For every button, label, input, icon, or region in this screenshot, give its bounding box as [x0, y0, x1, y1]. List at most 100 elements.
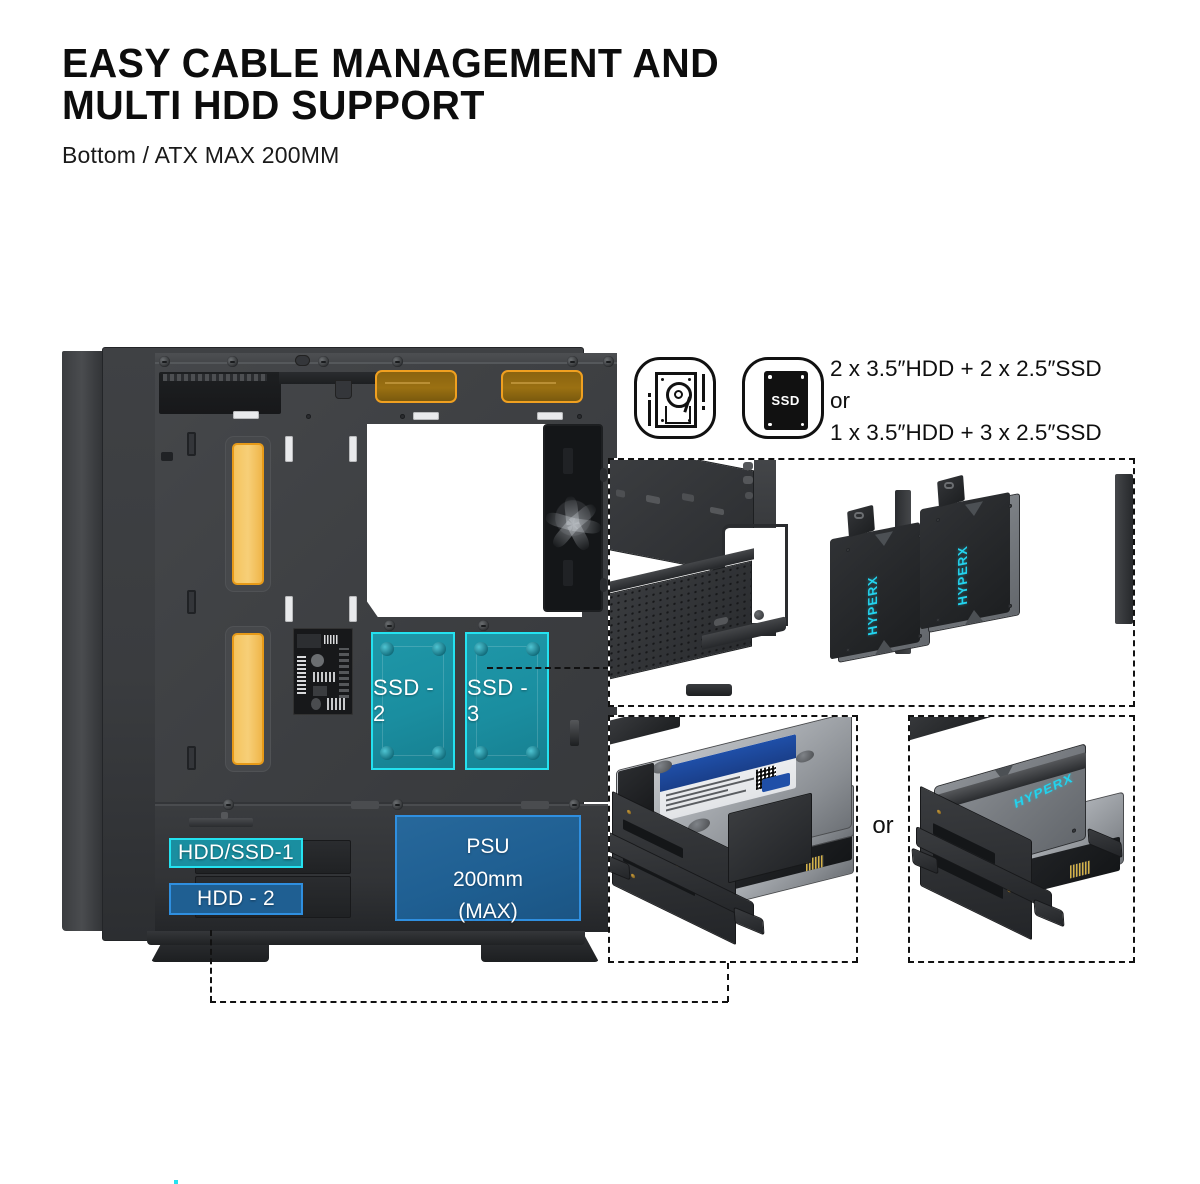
- case-screw: [384, 620, 395, 631]
- spec-line-1: 2 x 3.5″HDD + 2 x 2.5″SSD: [830, 356, 1102, 381]
- tray-slot: [537, 412, 563, 420]
- chassis-cutaway: [610, 460, 836, 705]
- case-screw: [569, 799, 580, 810]
- chassis-hook: [745, 492, 753, 499]
- ssd-brand-logo: HYPERX: [865, 574, 880, 637]
- controller-pcb: [293, 628, 353, 715]
- ssd-bay-2-label: SSD - 2: [373, 675, 435, 726]
- chassis-side-edge-right: [1115, 474, 1133, 624]
- hdd-plus-ssd-bracket-photo: HYPERX: [908, 715, 1135, 963]
- case-screw: [478, 620, 489, 631]
- case-screw: [227, 356, 238, 367]
- tray-hole: [400, 414, 405, 419]
- ssd-brand-logo: HYPERX: [955, 544, 970, 607]
- chassis-standoff: [616, 489, 625, 498]
- tray-slot: [349, 596, 357, 622]
- page-subtitle: Bottom / ATX MAX 200MM: [62, 142, 340, 169]
- storage-spec-row: SSD 2 x 3.5″HDD + 2 x 2.5″SSD or 1 x 3.5…: [634, 356, 1134, 452]
- tray-hole: [577, 414, 582, 419]
- ssd-bay-3: SSD - 3: [465, 632, 549, 770]
- psu-label-line-3: (MAX): [458, 900, 518, 924]
- ssd-tray-front-hole: [854, 512, 864, 519]
- case-screw: [159, 356, 170, 367]
- hdd-icon-tick-left-dot: [648, 393, 651, 397]
- tray-hole: [306, 414, 311, 419]
- recess-vent: [163, 374, 267, 381]
- case-screw: [392, 799, 403, 810]
- chassis-hook: [743, 462, 753, 470]
- case-screw: [567, 356, 578, 367]
- hdd-icon: [634, 357, 716, 439]
- ssd-tray-rear: HYPERX: [920, 492, 1020, 633]
- hdd-ssd-1-label: HDD/SSD-1: [169, 838, 303, 868]
- ssd-bay-2: SSD - 2: [371, 632, 455, 770]
- chassis-screw: [754, 610, 764, 620]
- shroud-slot: [351, 801, 379, 809]
- cable-cutout-left-1: [225, 436, 271, 592]
- or-separator: or: [872, 812, 894, 839]
- side-clip: [570, 720, 579, 746]
- chassis-ssd-mount-photo: HYPERX HYPERX: [608, 458, 1135, 707]
- hdd-ssd-1-text: HDD/SSD-1: [178, 841, 294, 864]
- hdd-glyph: [655, 372, 697, 428]
- case-screw: [223, 799, 234, 810]
- hdd-icon-tick-left: [648, 400, 651, 426]
- connector-hddbay-horizontal: [210, 1001, 728, 1003]
- page-title-line-2: MULTI HDD SUPPORT: [62, 82, 485, 129]
- chassis-foot: [686, 684, 732, 696]
- chassis-sliver: [610, 717, 680, 747]
- cage-rail: [189, 818, 253, 827]
- pc-case-render: SSD - 2 SSD - 3 PSU 200mm (MAX): [62, 347, 617, 1184]
- page-header: EASY CABLE MANAGEMENT AND MULTI HDD SUPP…: [62, 42, 962, 169]
- case-top-grommet: [295, 355, 310, 366]
- cable-clip: [187, 590, 196, 614]
- chassis-hook: [743, 476, 753, 484]
- connector-to-bottom-panel: [727, 963, 729, 1002]
- storage-spec-text: 2 x 3.5″HDD + 2 x 2.5″SSD or 1 x 3.5″HDD…: [830, 353, 1102, 449]
- connector-hddbay-vertical: [210, 930, 212, 1002]
- case-screw: [603, 356, 614, 367]
- dual-hdd-bracket-photo: [608, 715, 858, 963]
- cable-cutout-top-1: [375, 370, 457, 403]
- case-screw: [318, 356, 329, 367]
- tray-slot: [285, 436, 293, 462]
- connector-ssd3-to-panel: [487, 667, 609, 669]
- hdd-2-text: HDD - 2: [197, 887, 275, 910]
- ssd-bay-3-label: SSD - 3: [467, 675, 529, 726]
- tray-slot: [413, 412, 439, 420]
- psu-area-overlay: PSU 200mm (MAX): [395, 815, 581, 923]
- tray-slot: [349, 436, 357, 462]
- hdd-icon-tick-right-dot: [702, 406, 705, 410]
- ssd-icon: SSD: [742, 357, 824, 439]
- cable-cutout-left-2: [225, 626, 271, 772]
- cable-clip: [187, 746, 196, 770]
- case-screw: [392, 356, 403, 367]
- ssd-tray-rear-hole: [944, 482, 954, 489]
- rear-fan: [543, 424, 603, 612]
- hdd-ssd-1-tag: [174, 1180, 178, 1184]
- tray-tab: [335, 380, 352, 399]
- psu-label-line-2: 200mm: [452, 867, 524, 891]
- case-side-panel: [62, 351, 106, 931]
- psu-label-line-1: PSU: [466, 835, 510, 858]
- chassis-sliver: [910, 717, 1004, 745]
- cable-clip: [187, 432, 196, 456]
- panel-latch: [161, 452, 173, 461]
- cable-cutout-top-2: [501, 370, 583, 403]
- spec-line-3: 1 x 3.5″HDD + 3 x 2.5″SSD: [830, 419, 1102, 445]
- tray-slot: [233, 411, 259, 419]
- ssd-tray-front: HYPERX: [830, 522, 930, 663]
- ssd-glyph: SSD: [764, 371, 808, 430]
- case-bottom-edge: [147, 931, 585, 945]
- shroud-slot: [521, 801, 549, 809]
- cage-tab: [221, 812, 228, 819]
- rear-bracket-slot: [563, 560, 573, 586]
- ssd-icon-label: SSD: [771, 393, 801, 408]
- page-title-line-1: EASY CABLE MANAGEMENT AND: [62, 40, 720, 86]
- hdd-2-label: HDD - 2: [169, 883, 303, 915]
- tray-slot: [285, 596, 293, 622]
- rear-vent: [600, 468, 607, 482]
- hdd-icon-tick-right: [702, 374, 705, 402]
- spec-line-2: or: [830, 387, 851, 413]
- rear-vent: [600, 578, 607, 592]
